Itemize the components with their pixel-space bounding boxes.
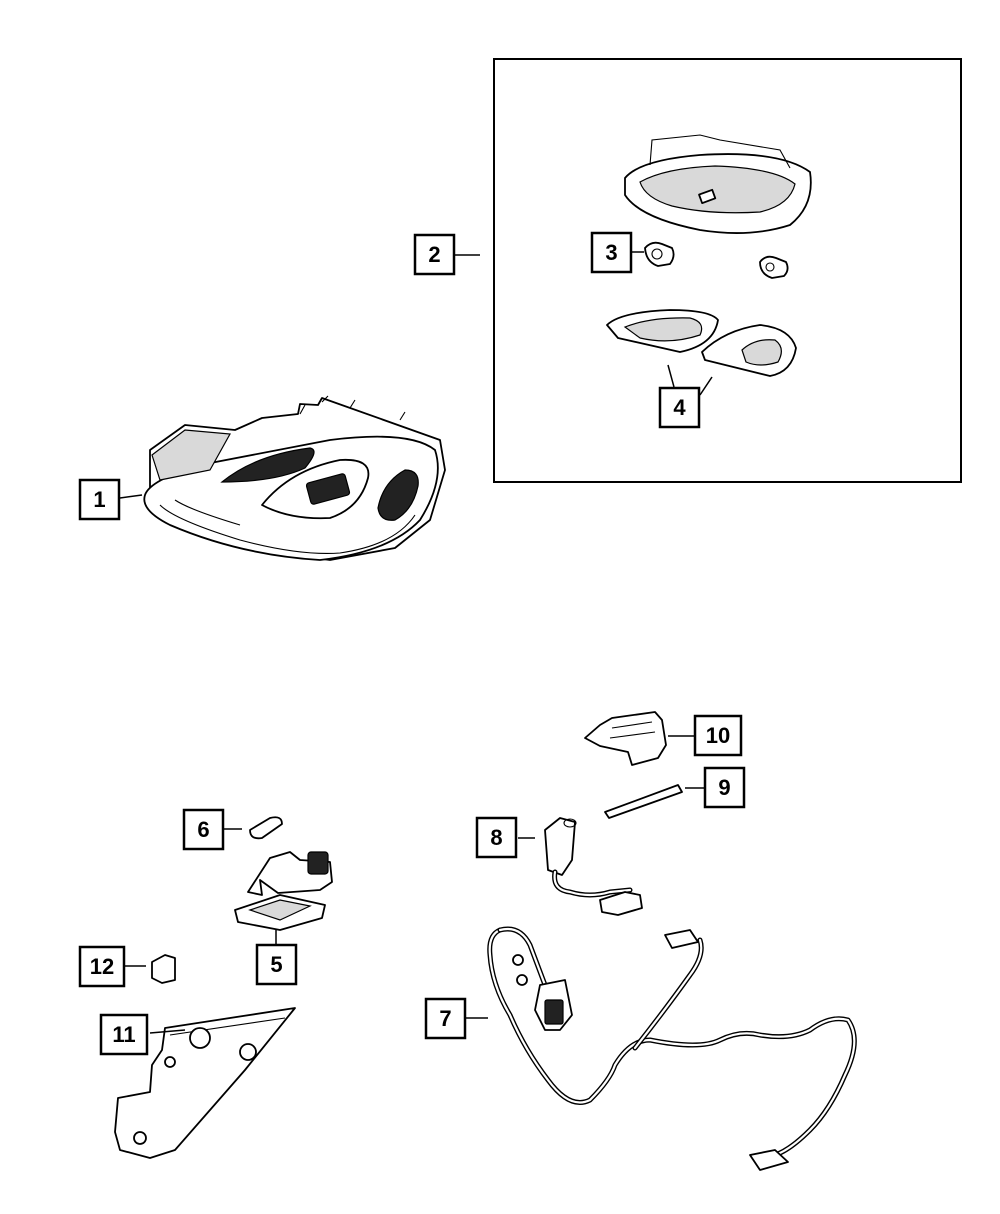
- leader-1: [119, 494, 143, 499]
- callout-8: 8: [475, 816, 518, 859]
- part-overhead-console: [143, 395, 446, 561]
- callout-4: 4: [658, 386, 701, 429]
- callout-7: 7: [424, 997, 467, 1040]
- callout-label-2: 2: [428, 242, 440, 267]
- callout-label-11: 11: [112, 1022, 135, 1047]
- callout-12: 12: [78, 945, 126, 988]
- leader-4b: [699, 376, 713, 396]
- callout-label-1: 1: [93, 487, 105, 512]
- callout-1: 1: [78, 478, 121, 521]
- part-wiring-harness: [487, 926, 857, 1171]
- kit-frame: [493, 58, 962, 483]
- part-bulb: [249, 816, 283, 840]
- callout-6: 6: [182, 808, 225, 851]
- part-rod: [604, 784, 683, 819]
- part-trim-panel: [114, 1007, 296, 1159]
- part-console-bezel: [624, 134, 812, 234]
- callout-9: 9: [703, 766, 746, 809]
- callout-11: 11: [99, 1013, 149, 1056]
- callout-label-3: 3: [605, 240, 617, 265]
- part-lenses: [606, 309, 797, 377]
- callout-label-10: 10: [706, 723, 730, 748]
- callout-2: 2: [413, 233, 456, 276]
- leader-4a: [667, 364, 675, 388]
- callout-label-7: 7: [439, 1006, 451, 1031]
- callout-label-4: 4: [673, 395, 686, 420]
- callout-label-5: 5: [270, 952, 282, 977]
- callout-3: 3: [590, 231, 633, 274]
- part-lamp-housing: [234, 851, 333, 931]
- callout-label-8: 8: [490, 825, 502, 850]
- callout-label-12: 12: [90, 954, 114, 979]
- leader-11: [149, 1029, 186, 1034]
- callout-label-9: 9: [718, 775, 730, 800]
- part-bulb-sockets: [644, 241, 789, 279]
- callout-5: 5: [255, 943, 298, 986]
- callout-10: 10: [693, 714, 743, 757]
- callout-label-6: 6: [197, 817, 209, 842]
- part-clip: [151, 954, 176, 984]
- part-socket-pigtail: [544, 817, 643, 916]
- part-bracket: [584, 711, 667, 766]
